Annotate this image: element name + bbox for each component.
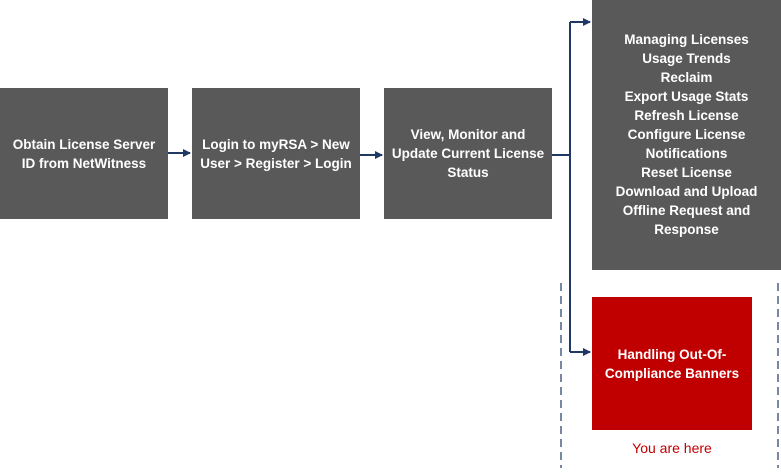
step-2-line-2: User > Register > Login (200, 155, 352, 171)
handling-line-1: Handling Out-Of- (617, 346, 727, 362)
managing-line-8: Reset License (641, 165, 732, 180)
step-login-myrsa: Login to myRSA > New User > Register > L… (192, 88, 360, 219)
you-are-here-label: You are here (632, 440, 712, 456)
managing-line-1: Managing Licenses (624, 32, 749, 47)
managing-line-10: Offline Request and (622, 203, 751, 218)
managing-line-4: Export Usage Stats (624, 89, 749, 104)
step-view-monitor-update: View, Monitor and Update Current License… (384, 88, 552, 219)
step-1-line-2: ID from NetWitness (21, 155, 147, 171)
step-obtain-license-server-id: Obtain License Server ID from NetWitness (0, 88, 168, 219)
branch-trunk (552, 22, 571, 352)
managing-line-11: Response (654, 222, 719, 237)
managing-line-3: Reclaim (660, 70, 713, 85)
step-3-line-2: Update Current License (391, 146, 545, 161)
step-3-line-1: View, Monitor and (410, 127, 526, 142)
branch-handling-out-of-compliance: Handling Out-Of- Compliance Banners (592, 297, 752, 430)
handling-line-2: Compliance Banners (604, 365, 740, 381)
managing-line-7: Notifications (645, 146, 728, 161)
managing-line-5: Refresh License (634, 108, 739, 123)
step-3-line-3: Status (447, 165, 489, 180)
step-2-line-1: Login to myRSA > New (202, 136, 350, 152)
managing-line-9: Download and Upload (615, 184, 758, 199)
branch-managing-licenses: Managing Licenses Usage Trends Reclaim E… (592, 0, 781, 270)
managing-line-2: Usage Trends (642, 51, 731, 66)
step-1-line-1: Obtain License Server (12, 136, 156, 152)
managing-line-6: Configure License (627, 127, 746, 142)
